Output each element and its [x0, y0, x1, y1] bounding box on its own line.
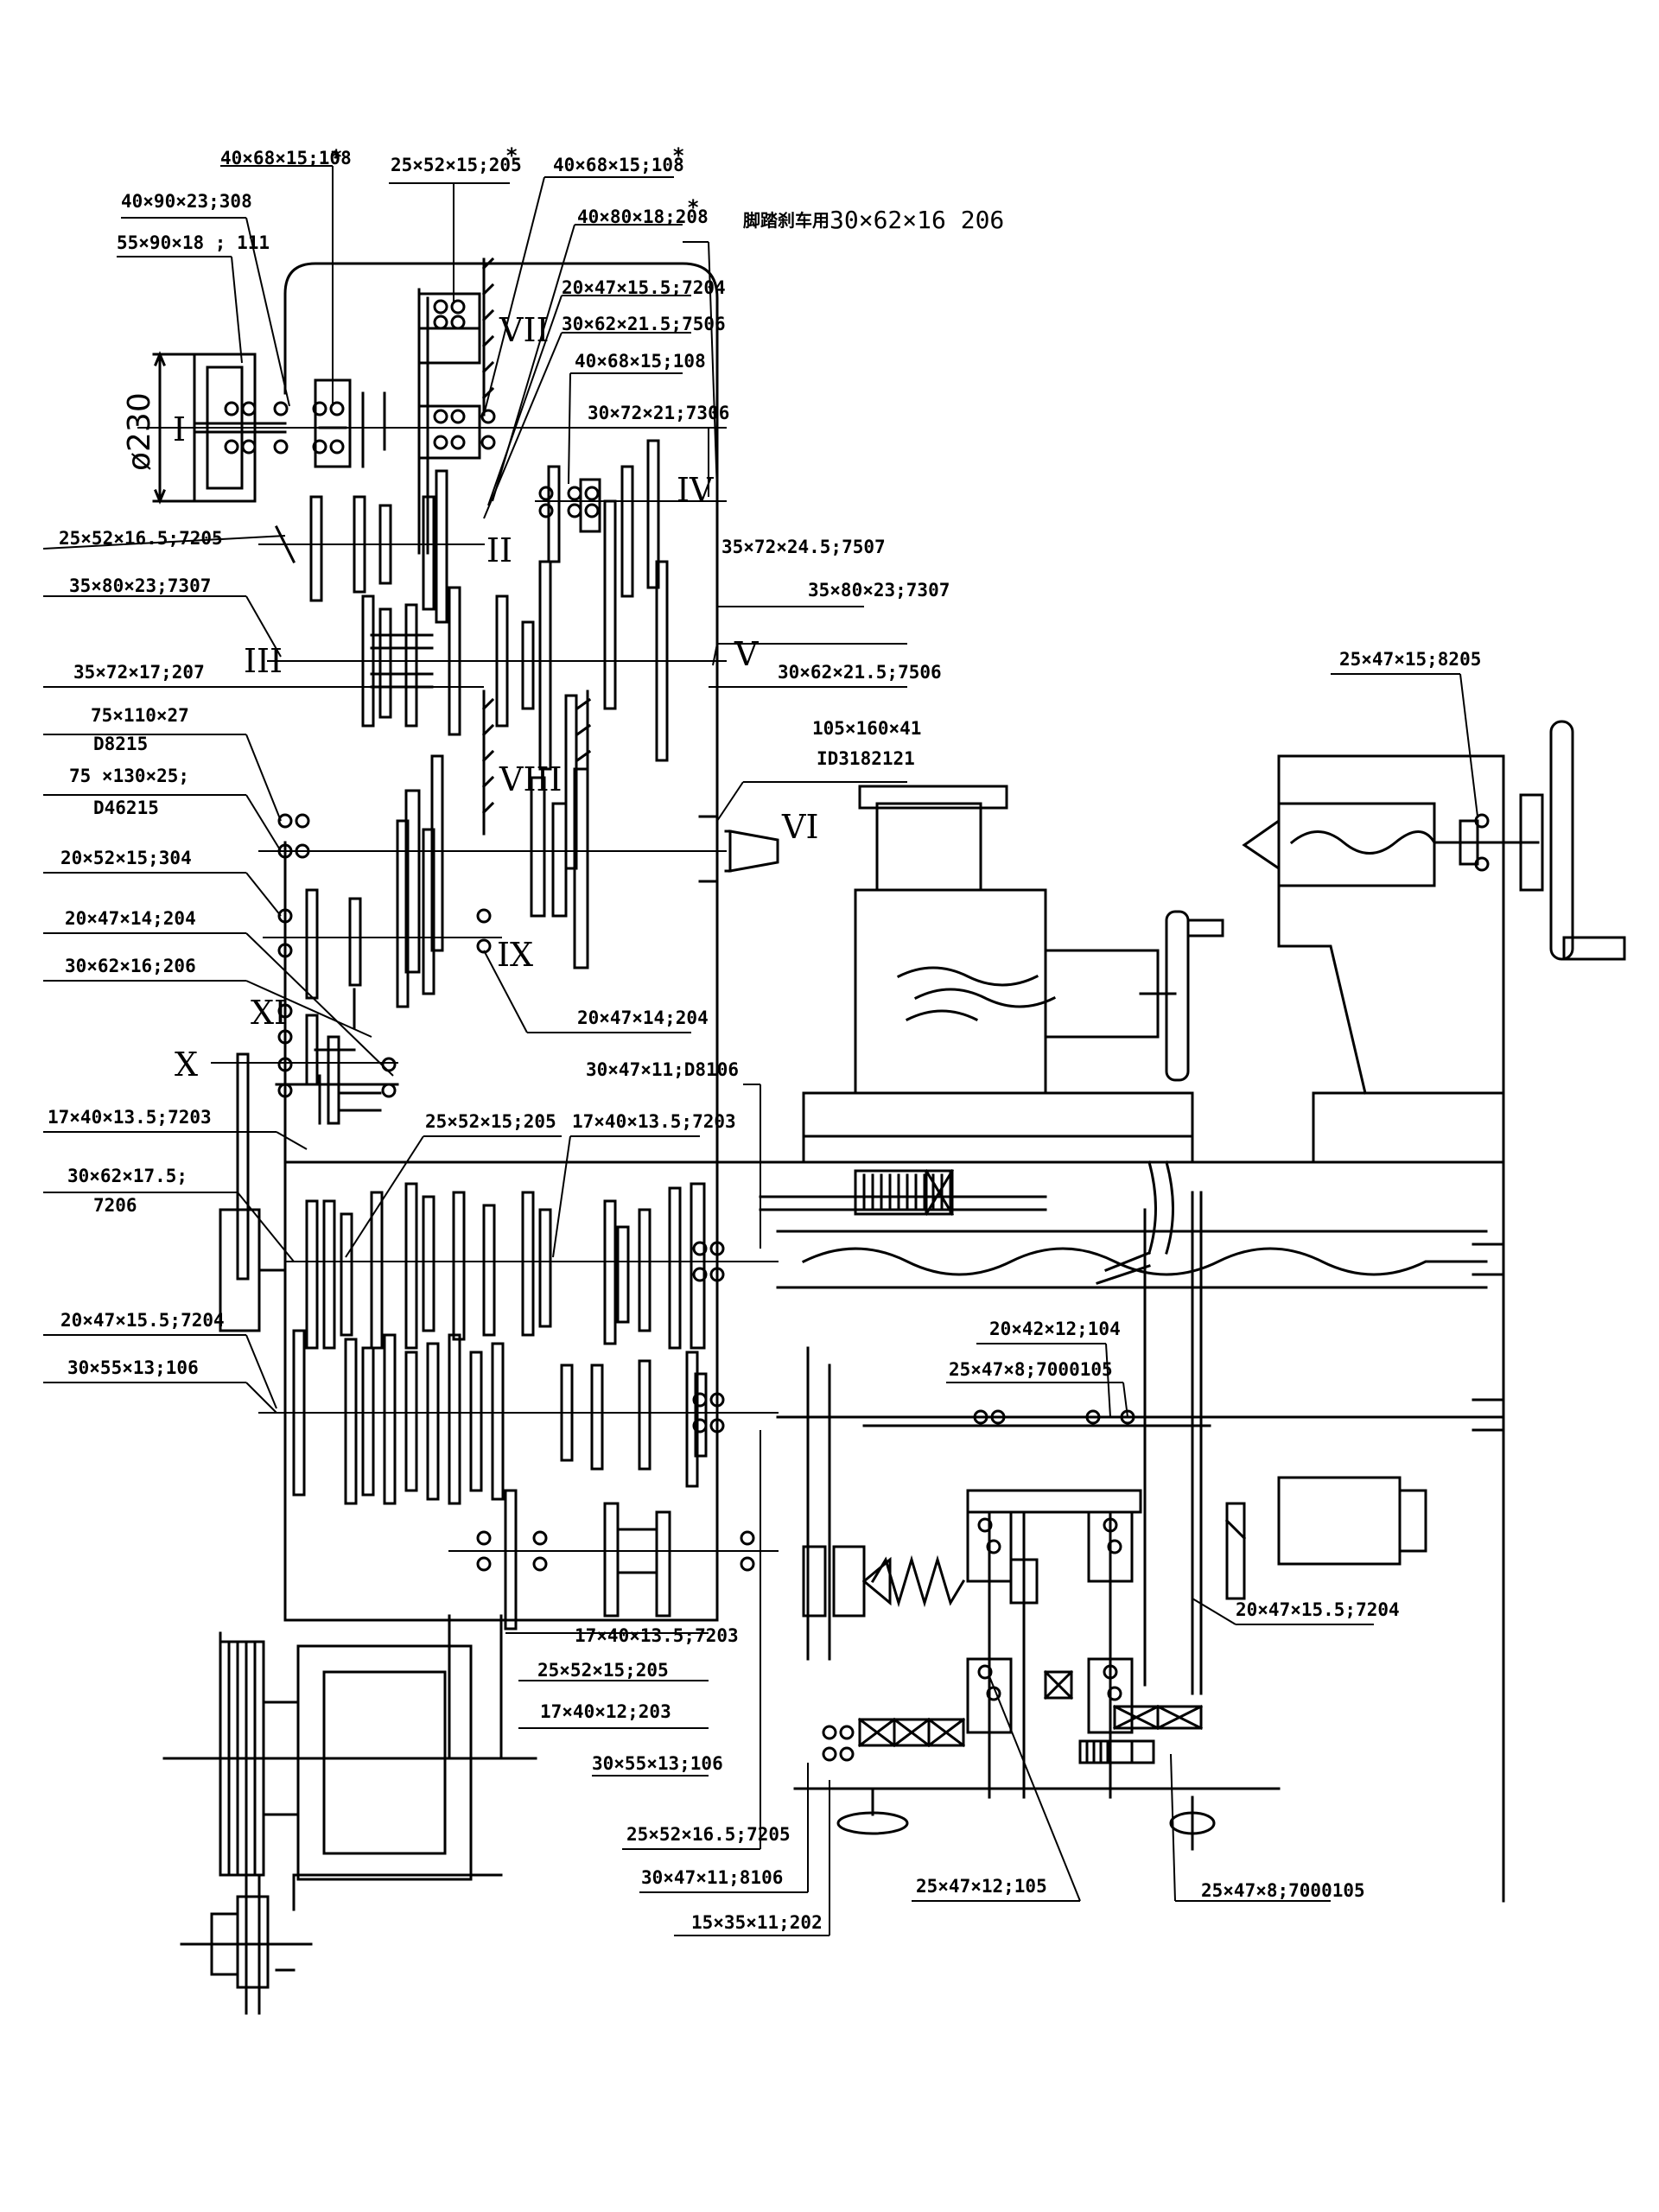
callout: 25×47×8;7000105: [1201, 1880, 1365, 1901]
shaft-numerals: I II III IV V VI VII VIII IX X XI: [173, 311, 818, 1084]
shaft-label-III: III: [244, 642, 283, 680]
shaft-label-X: X: [175, 1046, 198, 1084]
callout: 17×40×12;203: [540, 1701, 671, 1722]
callout: 17×40×13.5;7203: [48, 1107, 212, 1128]
shaft-label-I: I: [173, 410, 186, 448]
carriage-base: [804, 1093, 1192, 1136]
bearing-symbols: [226, 301, 1488, 1760]
top-note-spec: 30×62×16 206: [830, 206, 1004, 234]
callout: 30×47×11;8106: [641, 1867, 783, 1888]
callout: 25×47×15;8205: [1339, 649, 1481, 670]
callout: 40×68×15;108: [575, 351, 706, 372]
shaft-label-II: II: [486, 531, 512, 569]
bearing-callouts: 40×68×15;108 25×52×15;205 40×68×15;108 4…: [48, 148, 1481, 1933]
top-note-label: 脚踏刹车用: [743, 210, 830, 231]
shaft-label-IV: IV: [677, 471, 714, 509]
svg-text:*: *: [330, 145, 342, 169]
callout: 20×52×15;304: [60, 848, 192, 868]
tailstock-base: [1313, 1093, 1503, 1162]
leadscrew-wave: [804, 1249, 1486, 1274]
callout: 75 ×130×25;: [69, 766, 189, 786]
shaft-label-VI: VI: [781, 808, 818, 846]
svg-text:*: *: [672, 143, 684, 168]
callout: 75×110×27: [91, 705, 189, 726]
callout: 20×47×15.5;7204: [1236, 1599, 1400, 1620]
shaft-label-VII: VII: [499, 311, 549, 349]
callout: 35×80×23;7307: [69, 575, 211, 596]
callout: 20×47×15.5;7204: [562, 277, 726, 298]
svg-text:*: *: [505, 143, 518, 168]
callout: 30×55×13;106: [592, 1753, 723, 1774]
callout: 40×68×15;108: [220, 148, 352, 168]
callout: 20×42×12;104: [989, 1319, 1121, 1339]
callout: 20×47×15.5;7204: [60, 1310, 225, 1331]
callout: 105×160×41: [812, 718, 921, 739]
callout: ID3182121: [817, 748, 915, 769]
leader-lines: [43, 166, 1478, 1936]
headstock-housing-outline: [285, 264, 717, 1166]
callout: 7206: [93, 1195, 137, 1216]
callout: 30×62×21.5;7506: [778, 662, 942, 683]
callout: 30×47×11;D8106: [586, 1059, 739, 1080]
shaft-label-V: V: [734, 635, 759, 673]
callout: 35×72×24.5;7507: [721, 537, 886, 557]
callout: 15×35×11;202: [691, 1912, 823, 1933]
callout: 40×80×18;208: [577, 207, 709, 227]
callout: 30×62×21.5;7506: [562, 314, 726, 334]
callout: D46215: [93, 798, 159, 818]
callout: 25×52×16.5;7205: [626, 1824, 791, 1845]
callout: 55×90×18 ; 111: [117, 232, 270, 253]
callout: 25×52×15;205: [425, 1111, 556, 1132]
callout: 25×52×16.5;7205: [59, 528, 223, 549]
callout: 40×90×23;308: [121, 191, 252, 212]
svg-text:*: *: [687, 195, 699, 219]
callout: 30×72×21;7306: [588, 403, 729, 423]
callout: 30×62×17.5;: [67, 1166, 188, 1186]
diameter-label: ø230: [122, 392, 157, 471]
callout: 25×47×12;105: [916, 1876, 1047, 1897]
callout: 20×47×14;204: [65, 908, 196, 929]
callout: 25×52×15;205: [391, 155, 522, 175]
callout: 35×80×23;7307: [808, 580, 950, 601]
callout: 20×47×14;204: [577, 1007, 709, 1028]
asterisk-marks: * * * *: [330, 143, 699, 219]
callout: 25×47×8;7000105: [949, 1359, 1113, 1380]
callout: 17×40×13.5;7203: [572, 1111, 736, 1132]
callout: 25×52×15;205: [537, 1660, 669, 1681]
callout: 30×62×16;206: [65, 956, 196, 976]
callout: 30×55×13;106: [67, 1357, 199, 1378]
callout: 17×40×13.5;7203: [575, 1625, 739, 1646]
shaft-label-XI: XI: [251, 994, 287, 1032]
shaft-label-VIII: VIII: [499, 760, 562, 798]
callout: 40×68×15;108: [553, 155, 684, 175]
shaft-label-IX: IX: [497, 936, 533, 974]
callout: D8215: [93, 734, 148, 754]
callout: 35×72×17;207: [73, 662, 205, 683]
